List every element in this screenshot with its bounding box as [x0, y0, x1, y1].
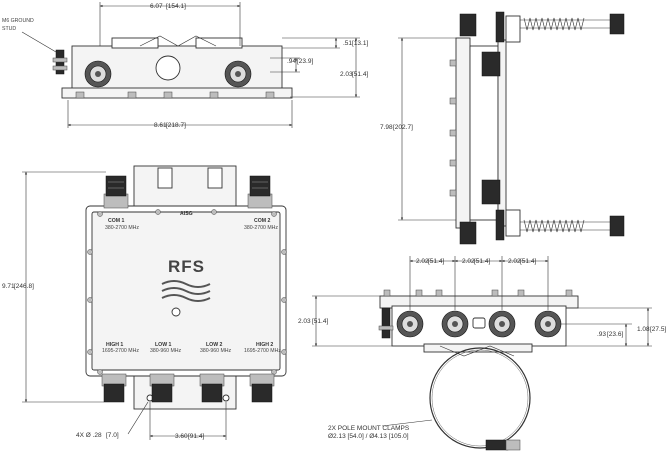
dim-bottom-spacing-1: 2.02 — [416, 258, 429, 265]
side-view-bolts — [449, 59, 457, 197]
dim-top-a: .51 — [343, 40, 352, 47]
bottom-view-flange-bolts — [383, 289, 573, 297]
top-view-connector-left — [84, 60, 112, 88]
label-com1: COM 1 — [108, 218, 125, 224]
label-com2-freq: 380-2700 MHz — [244, 225, 278, 231]
bottom-view-bracket-notch — [439, 345, 515, 357]
bottom-view-connector-4 — [534, 310, 562, 338]
label-high2-freq: 1695-2700 MHz — [244, 348, 281, 354]
front-view-connector-com2 — [247, 175, 273, 209]
front-view-connector-high2 — [249, 373, 275, 403]
bottom-view-ground-stud — [378, 307, 394, 339]
clamp-callout-leader — [381, 419, 433, 427]
top-view-flange-bolts — [75, 91, 275, 99]
front-view-logo-waves — [161, 280, 211, 302]
dim-top-width-mm: [154.1] — [166, 3, 186, 10]
pole-clamp-ring — [429, 347, 531, 449]
label-low1-freq: 380-960 MHz — [150, 348, 182, 354]
top-view-bracket-notch — [139, 35, 217, 47]
front-view-connector-high1 — [101, 373, 127, 403]
side-view-connector-mid-bottom — [481, 179, 501, 205]
dim-bottom-spacing-1-mm: [51.4] — [428, 258, 444, 265]
front-view-connector-low2 — [199, 373, 225, 403]
brand-logo: RFS — [168, 257, 205, 276]
dim-bottom-height: 2.03 — [298, 318, 311, 325]
label-high1: HIGH 1 — [106, 342, 123, 348]
ground-stud-leader — [21, 31, 57, 53]
front-view-bracket-slot-right — [207, 167, 223, 189]
side-view-housing — [455, 37, 471, 229]
dim-top-overall-mm: [218.7] — [166, 122, 186, 129]
bottom-view: 2.02 [51.4] 2.02 [51.4] 2.02 [51.4] 2.03… — [298, 256, 666, 451]
front-view-mount-hole-right — [222, 394, 230, 402]
dim-top-a-mm: [13.1] — [352, 40, 368, 47]
dim-holes-mm: [7.0] — [106, 432, 119, 439]
bottom-view-connector-1 — [396, 310, 424, 338]
top-view-aisg-port — [155, 55, 181, 81]
label-com1-freq: 380-2700 MHz — [105, 225, 139, 231]
top-view-bracket-left — [111, 37, 159, 49]
clamp-range: Ø2.13 [54.0] / Ø4.13 [105.0] — [328, 433, 409, 440]
side-view-connector-top — [459, 13, 477, 37]
side-view-connector-bottom — [459, 221, 477, 245]
dim-top-c-mm: [51.4] — [352, 71, 368, 78]
dim-bottom-b-mm: [27.5] — [650, 326, 666, 333]
side-view-clamp-bottom — [495, 209, 625, 241]
ground-stud-label-1: M6 GROUND — [2, 18, 34, 24]
dim-front-height: 9.71 — [2, 283, 15, 290]
front-view: COM 1 380-2700 MHz AISG COM 2 380-2700 M… — [2, 165, 287, 440]
bottom-view-aisg-port — [472, 317, 486, 329]
label-low2: LOW 2 — [206, 342, 223, 348]
side-view-connector-mid-top — [481, 51, 501, 77]
bottom-view-connector-3 — [488, 310, 516, 338]
front-view-screws — [87, 209, 287, 375]
dim-side-height: 7.98 — [380, 124, 393, 131]
dim-holes: 4X Ø .28 — [76, 432, 102, 439]
ground-stud-label-2: STUD — [2, 26, 16, 32]
front-view-connector-low1 — [149, 373, 175, 403]
dim-top-b-mm: [23.9] — [297, 58, 313, 65]
label-com2: COM 2 — [254, 218, 271, 224]
side-view: 7.98 [202.7] — [380, 11, 625, 245]
dim-top-overall: 8.61 — [154, 122, 167, 129]
dim-bottom-a: .93 — [597, 331, 606, 338]
ground-stud — [52, 49, 68, 75]
dim-bottom-b: 1.08 — [637, 326, 650, 333]
dim-bottom-spacing-3: 2.02 — [508, 258, 521, 265]
dim-side-height-mm: [202.7] — [393, 124, 413, 131]
label-aisg: AISG — [180, 211, 193, 217]
top-view-connector-right — [224, 60, 252, 88]
dim-top-c: 2.03 — [340, 71, 353, 78]
label-low2-freq: 380-960 MHz — [200, 348, 232, 354]
dim-top-b: .94 — [287, 58, 296, 65]
front-view-connector-com1 — [103, 175, 129, 209]
dim-bottom-spacing-3-mm: [51.4] — [520, 258, 536, 265]
side-view-clamp-top — [495, 11, 625, 43]
dim-bottom-height-mm: [51.4] — [312, 318, 328, 325]
hole-callout-leader — [127, 401, 149, 435]
dim-front-spacing: 3.60 — [175, 433, 188, 440]
dim-top-width: 6.07 — [150, 3, 163, 10]
bottom-view-connector-2 — [441, 310, 469, 338]
pole-clamp-screw — [485, 439, 521, 451]
label-high1-freq: 1695-2700 MHz — [102, 348, 139, 354]
label-low1: LOW 1 — [155, 342, 172, 348]
front-view-bracket-slot-left — [157, 167, 173, 189]
front-view-vent — [171, 307, 181, 317]
label-high2: HIGH 2 — [256, 342, 273, 348]
dim-bottom-spacing-2: 2.02 — [462, 258, 475, 265]
dim-bottom-a-mm: [23.6] — [607, 331, 623, 338]
dim-front-height-mm: [246.8] — [14, 283, 34, 290]
dim-front-spacing-mm: [91.4] — [188, 433, 204, 440]
top-view-bracket-right — [195, 37, 243, 49]
top-view-base-flange — [61, 87, 293, 99]
clamp-label: 2X POLE MOUNT CLAMPS — [328, 425, 410, 432]
dim-bottom-spacing-2-mm: [51.4] — [474, 258, 490, 265]
top-view: M6 GROUND STUD 6.07 [154.1] 8.61 [218.7]… — [2, 2, 368, 129]
